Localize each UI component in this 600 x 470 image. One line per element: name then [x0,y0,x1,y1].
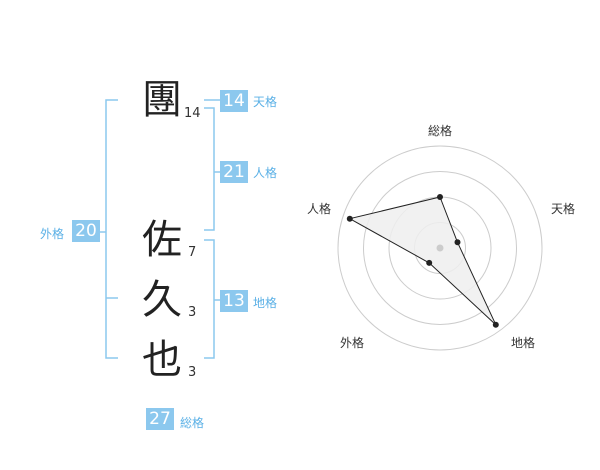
stroke-count-1: 14 [184,106,201,121]
radar-axis-label-tenkaku: 天格 [551,202,576,216]
stroke-count-3: 3 [188,305,197,320]
radar-point-1 [454,239,461,246]
tenkaku-label: 天格 [253,95,278,109]
radar-axis-label-soukaku: 総格 [428,124,453,138]
gaikaku-bracket [105,99,118,359]
stroke-count-2: 7 [188,245,197,260]
gaikaku-badge: 20 [72,220,100,242]
radar-rings [337,145,543,351]
radar-point-2 [492,321,499,328]
jinkaku-bracket [204,107,215,231]
radar-ring [363,171,517,325]
radar-point-4 [346,215,353,222]
chikaku-bracket [204,239,215,359]
soukaku-badge: 27 [146,408,174,430]
radar-axis-label-gaikaku: 外格 [340,336,365,350]
chikaku-badge: 13 [220,290,248,312]
tenkaku-badge: 14 [220,90,248,112]
radar-ring [337,145,543,351]
name-char-4: 也 [142,337,182,383]
chikaku-label: 地格 [253,296,278,310]
jinkaku-label: 人格 [253,166,278,180]
radar-points [346,194,499,328]
radar-center-dot [436,244,444,252]
name-char-3: 久 [142,277,182,323]
radar-axis-label-chikaku: 地格 [511,336,536,350]
radar-axis-label-jinkaku: 人格 [307,202,332,216]
radar-polygon [348,196,497,326]
stroke-count-4: 3 [188,365,197,380]
name-char-2: 佐 [142,217,182,263]
name-char-1: 團 [142,77,182,123]
gaikaku-label: 外格 [40,227,65,241]
soukaku-label: 総格 [180,416,205,430]
radar-point-3 [426,259,433,266]
jinkaku-badge: 21 [220,161,248,183]
radar-point-0 [437,194,443,200]
